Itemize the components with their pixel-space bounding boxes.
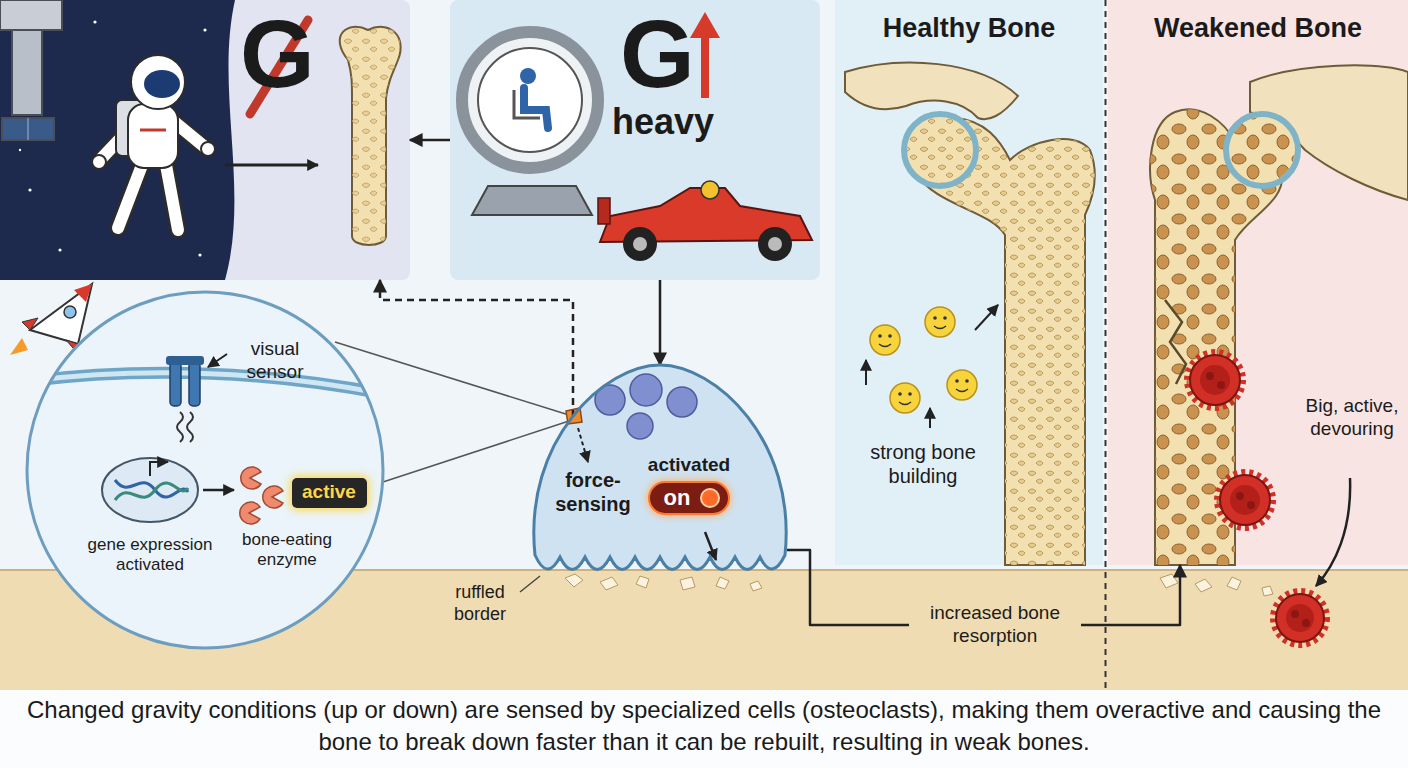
part-label: ruffled border xyxy=(440,582,520,625)
process-label: Big, active, devouring xyxy=(1300,395,1404,441)
active-badge: active xyxy=(292,478,367,508)
hypergravity-panel: Gheavy xyxy=(450,0,820,280)
enzyme-label: bone-eating enzyme xyxy=(232,530,342,571)
switch-heading: activated xyxy=(648,454,730,477)
panel-title: Weakened Bone xyxy=(1108,12,1408,44)
gravity-symbol: G xyxy=(240,6,315,102)
zoom-outline xyxy=(27,292,383,648)
gene-label: gene expression activated xyxy=(70,535,230,576)
badge-text: active xyxy=(302,481,357,504)
gravity-label: heavy xyxy=(612,100,714,143)
toggle-switch: on xyxy=(648,481,731,515)
cell-outline xyxy=(534,365,786,570)
switch-text: on xyxy=(664,485,691,511)
toggle-knob xyxy=(700,488,720,508)
connector-arrow xyxy=(380,280,573,417)
activation-switch: activated on xyxy=(643,452,735,519)
panel-title: Healthy Bone xyxy=(835,12,1103,44)
osteoclast-cell: force-sensingactivated on xyxy=(515,360,805,585)
sensor-label: visual sensor xyxy=(230,338,320,384)
zoom-circle: visual sensor gene expression activatedbo… xyxy=(25,290,385,650)
zoom-view xyxy=(20,292,569,648)
microgravity-panel: G xyxy=(0,0,410,280)
osteoclast-cell xyxy=(520,365,786,592)
healthy-bone xyxy=(845,63,1095,565)
process-label: strong bone building xyxy=(848,440,998,488)
node-outline xyxy=(25,290,385,650)
healthy-bone-panel: Healthy Bone strong bone building xyxy=(835,0,1103,565)
caption: Changed gravity conditions (up or down) … xyxy=(20,694,1388,758)
space-scene xyxy=(0,0,401,257)
force-label: force-sensing xyxy=(543,468,643,516)
weakened-bone xyxy=(1150,65,1408,645)
connector-arrow xyxy=(410,139,450,142)
gravity-symbol: G xyxy=(620,6,695,102)
connector-arrow xyxy=(659,280,662,365)
weakened-bone-panel: Weakened BoneBig, active, devouring xyxy=(1108,0,1408,565)
edge-label: increased bone resorption xyxy=(909,600,1081,650)
